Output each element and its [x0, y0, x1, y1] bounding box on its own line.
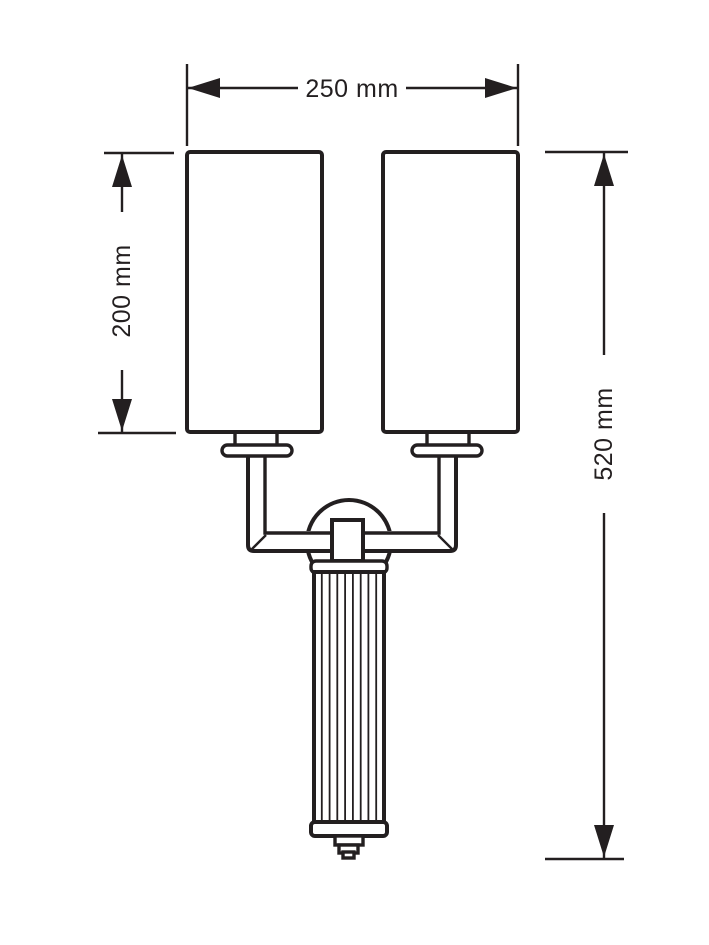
arm-miter-right — [437, 534, 453, 550]
arrowhead-up-icon — [112, 155, 132, 187]
fluted-stem — [312, 570, 386, 825]
mounting-block — [330, 518, 365, 563]
arm-miter-left — [251, 534, 267, 550]
dimension-label-total-height: 520 mm — [590, 387, 618, 480]
arrowhead-up-icon — [594, 154, 614, 186]
stem-bottom-collar — [309, 820, 389, 838]
dimension-label-width: 250 mm — [305, 75, 398, 103]
sconce-fixture — [185, 150, 520, 860]
finial-step-3 — [341, 850, 356, 860]
arrowhead-left-icon — [188, 78, 220, 98]
dimension-total-height: 520 mm — [545, 150, 628, 861]
dimension-label-shade-height: 200 mm — [108, 244, 136, 337]
finial-steps — [333, 834, 365, 860]
dimension-width: 250 mm — [185, 64, 520, 146]
stem-flutes — [320, 574, 378, 821]
right-socket-plate — [410, 443, 484, 458]
label-backing — [298, 70, 406, 106]
arrowhead-right-icon — [485, 78, 517, 98]
left-socket-plate — [220, 443, 294, 458]
label-backing — [584, 355, 624, 513]
label-backing — [102, 212, 142, 370]
arrowhead-down-icon — [594, 825, 614, 857]
dimension-shade-height: 200 mm — [98, 151, 176, 435]
left-lampshade — [185, 150, 324, 434]
arrowhead-down-icon — [112, 399, 132, 431]
right-lampshade — [381, 150, 520, 434]
